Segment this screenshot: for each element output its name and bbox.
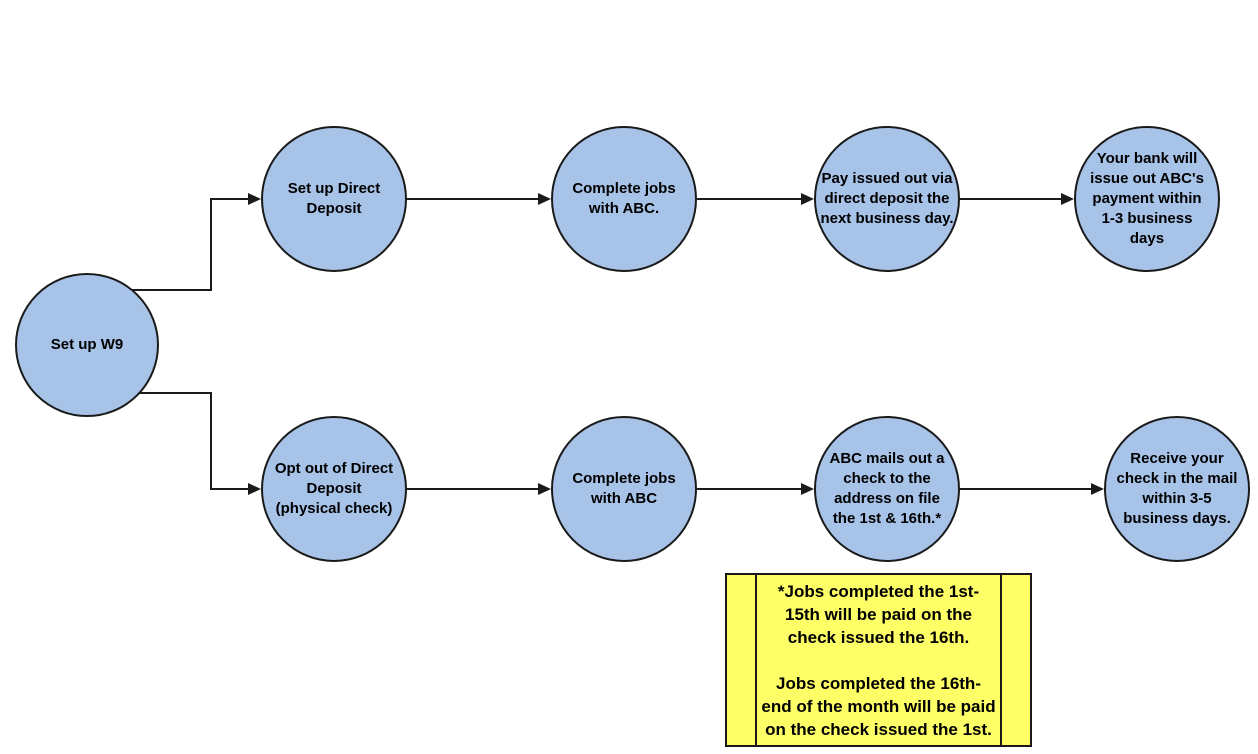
connector-w9-to-opt-out: [120, 392, 212, 394]
node-complete-jobs-abc-dd: Complete jobs with ABC.: [551, 126, 697, 272]
arrowhead-icon: [801, 483, 814, 495]
node-label: Opt out of Direct Deposit (physical chec…: [274, 460, 394, 517]
node-label: Receive your check in the mail within 3-…: [1116, 450, 1238, 527]
arrowhead-icon: [1091, 483, 1104, 495]
arrowhead-icon: [248, 483, 261, 495]
connector-w9-to-opt-out: [210, 488, 250, 490]
connector-w9-to-opt-out: [210, 392, 212, 490]
node-bank-issues-payment: Your bank will issue out ABC's payment w…: [1074, 126, 1220, 272]
connector-opt-out-to-complete-jobs: [400, 488, 540, 490]
node-opt-out-direct-deposit: Opt out of Direct Deposit (physical chec…: [261, 416, 407, 562]
node-label: ABC mails out a check to the address on …: [829, 450, 945, 527]
node-label: Pay issued out via direct deposit the ne…: [820, 170, 954, 227]
note-side-line: [755, 575, 757, 745]
node-label: Complete jobs with ABC: [572, 470, 676, 507]
connector-w9-to-direct-deposit: [210, 198, 250, 200]
node-label: Set up Direct Deposit: [287, 180, 381, 217]
connector-complete-jobs-to-pay-issued: [692, 198, 803, 200]
node-receive-check-mail: Receive your check in the mail within 3-…: [1104, 416, 1250, 562]
connector-w9-to-direct-deposit: [120, 289, 212, 291]
node-pay-issued-direct-deposit: Pay issued out via direct deposit the ne…: [814, 126, 960, 272]
connector-direct-deposit-to-complete-jobs: [400, 198, 540, 200]
connector-pay-issued-to-bank-issues: [955, 198, 1063, 200]
arrowhead-icon: [538, 193, 551, 205]
node-label: Set up W9: [50, 336, 124, 353]
node-abc-mails-check: ABC mails out a check to the address on …: [814, 416, 960, 562]
node-label: Your bank will issue out ABC's payment w…: [1090, 150, 1204, 247]
note-text: *Jobs completed the 1st- 15th will be pa…: [761, 581, 996, 739]
arrowhead-icon: [801, 193, 814, 205]
connector-w9-to-direct-deposit: [210, 198, 212, 291]
node-set-up-w9: Set up W9: [15, 273, 159, 417]
node-set-up-direct-deposit: Set up Direct Deposit: [261, 126, 407, 272]
connector-abc-mails-to-receive-check: [952, 488, 1093, 490]
arrowhead-icon: [1061, 193, 1074, 205]
node-label: Complete jobs with ABC.: [572, 180, 676, 217]
arrowhead-icon: [248, 193, 261, 205]
node-complete-jobs-abc-check: Complete jobs with ABC: [551, 416, 697, 562]
note-side-line: [1000, 575, 1002, 745]
connector-complete-jobs-to-abc-mails: [692, 488, 803, 490]
note-check-schedule: *Jobs completed the 1st- 15th will be pa…: [725, 573, 1032, 747]
arrowhead-icon: [538, 483, 551, 495]
